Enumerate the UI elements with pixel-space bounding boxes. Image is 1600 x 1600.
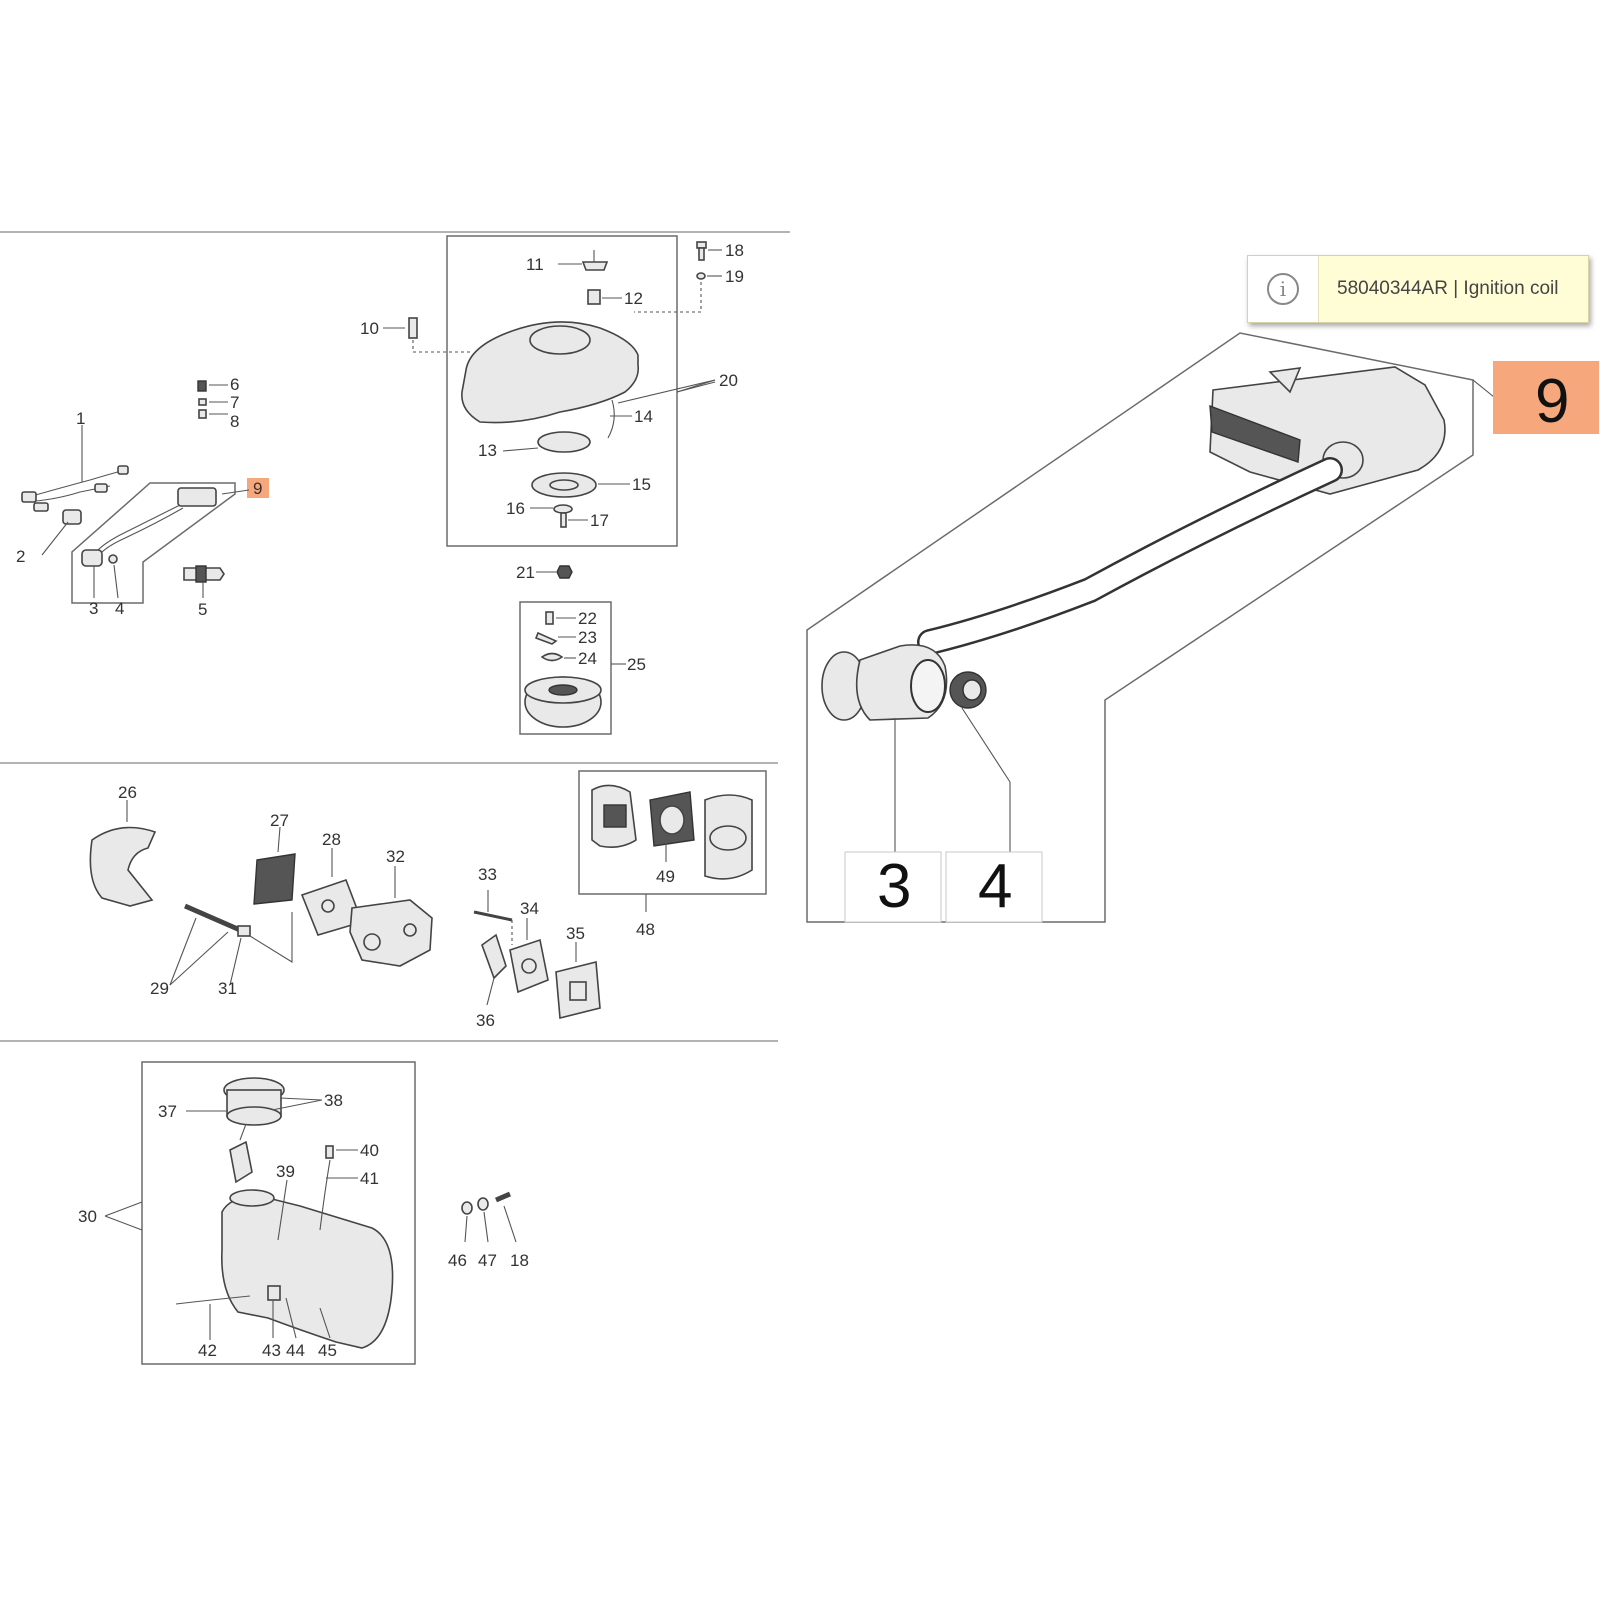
callout-16[interactable]: 16 bbox=[506, 499, 525, 518]
info-icon[interactable]: i bbox=[1267, 273, 1299, 305]
callout-49[interactable]: 49 bbox=[656, 867, 675, 886]
zoom-label-9-highlight[interactable] bbox=[1493, 361, 1599, 434]
part-tooltip: i 58040344AR | Ignition coil bbox=[1247, 255, 1589, 323]
callout-24[interactable]: 24 bbox=[578, 649, 597, 668]
callout-12[interactable]: 12 bbox=[624, 289, 643, 308]
callout-33[interactable]: 33 bbox=[478, 865, 497, 884]
callout-3[interactable]: 3 bbox=[89, 599, 98, 618]
starter-group: 10 11 12 13 14 15 16 17 bbox=[360, 235, 744, 547]
callout-37[interactable]: 37 bbox=[158, 1102, 177, 1121]
callout-7[interactable]: 7 bbox=[230, 393, 239, 412]
callout-32[interactable]: 32 bbox=[386, 847, 405, 866]
callout-41[interactable]: 41 bbox=[360, 1169, 379, 1188]
callout-5[interactable]: 5 bbox=[198, 600, 207, 619]
callout-42[interactable]: 42 bbox=[198, 1341, 217, 1360]
zoom-detail: 3 4 9 bbox=[806, 332, 1599, 923]
callout-9-highlight[interactable] bbox=[247, 478, 269, 498]
callout-40[interactable]: 40 bbox=[360, 1141, 379, 1160]
callout-48[interactable]: 48 bbox=[636, 920, 655, 939]
callout-9[interactable]: 9 bbox=[253, 479, 262, 498]
zoom-label-4[interactable]: 4 bbox=[978, 852, 1012, 921]
callout-2[interactable]: 2 bbox=[16, 547, 25, 566]
callout-30[interactable]: 30 bbox=[78, 1207, 97, 1226]
callout-35[interactable]: 35 bbox=[566, 924, 585, 943]
fuel-tank-group: 38 37 39 40 41 30 42 43 44 45 bbox=[78, 1061, 529, 1365]
zoom-label-3[interactable]: 3 bbox=[877, 852, 911, 921]
callout-1[interactable]: 1 bbox=[76, 409, 85, 428]
callout-15[interactable]: 15 bbox=[632, 475, 651, 494]
tooltip-icon-cell: i bbox=[1248, 256, 1319, 322]
callout-29[interactable]: 29 bbox=[150, 979, 169, 998]
callout-21[interactable]: 21 bbox=[516, 563, 535, 582]
callout-28[interactable]: 28 bbox=[322, 830, 341, 849]
callout-39[interactable]: 39 bbox=[276, 1162, 295, 1181]
callout-13[interactable]: 13 bbox=[478, 441, 497, 460]
callout-23[interactable]: 23 bbox=[578, 628, 597, 647]
callout-22[interactable]: 22 bbox=[578, 609, 597, 628]
callout-14[interactable]: 14 bbox=[634, 407, 653, 426]
callout-18[interactable]: 18 bbox=[725, 241, 744, 260]
callout-34[interactable]: 34 bbox=[520, 899, 539, 918]
callout-38[interactable]: 38 bbox=[324, 1091, 343, 1110]
flywheel-group: 21 22 23 24 25 bbox=[516, 563, 646, 735]
callout-17[interactable]: 17 bbox=[590, 511, 609, 530]
callout-36[interactable]: 36 bbox=[476, 1011, 495, 1030]
callout-25[interactable]: 25 bbox=[627, 655, 646, 674]
callout-27[interactable]: 27 bbox=[270, 811, 289, 830]
carburetor-group: 26 27 28 32 29 31 33 36 bbox=[89, 770, 767, 1030]
tooltip-text: 58040344AR | Ignition coil bbox=[1337, 278, 1559, 299]
callout-20[interactable]: 20 bbox=[719, 371, 738, 390]
callout-46[interactable]: 46 bbox=[448, 1251, 467, 1270]
callout-18-hardware[interactable]: 18 bbox=[510, 1251, 529, 1270]
callout-47[interactable]: 47 bbox=[478, 1251, 497, 1270]
callout-8[interactable]: 8 bbox=[230, 412, 239, 431]
callout-19[interactable]: 19 bbox=[725, 267, 744, 286]
callout-44[interactable]: 44 bbox=[286, 1341, 305, 1360]
callout-31[interactable]: 31 bbox=[218, 979, 237, 998]
callout-6[interactable]: 6 bbox=[230, 375, 239, 394]
callout-43[interactable]: 43 bbox=[262, 1341, 281, 1360]
callout-11[interactable]: 11 bbox=[526, 255, 544, 274]
callout-45[interactable]: 45 bbox=[318, 1341, 337, 1360]
callout-26[interactable]: 26 bbox=[118, 783, 137, 802]
callout-4[interactable]: 4 bbox=[115, 599, 124, 618]
callout-10[interactable]: 10 bbox=[360, 319, 379, 338]
ignition-group: 1 2 6 7 8 9 3 4 5 bbox=[16, 375, 269, 619]
zoom-label-9[interactable]: 9 bbox=[1535, 367, 1569, 436]
